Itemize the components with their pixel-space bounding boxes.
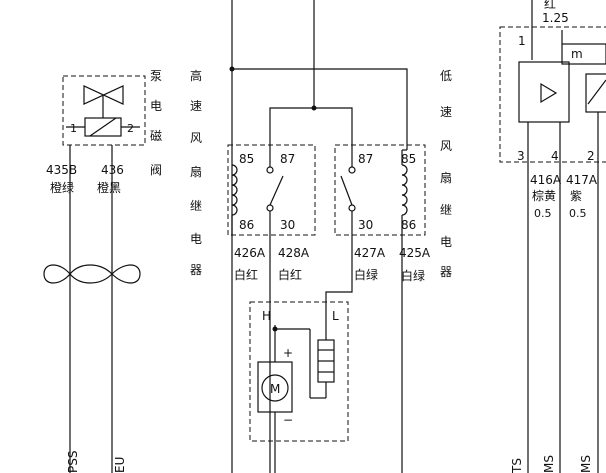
wire-code-427a: 427A [354,246,386,260]
low-relay-title-char-4: 扇 [440,170,452,185]
low-relay-pin-30: 30 [358,218,373,232]
connector-pss: PSS [66,451,80,473]
high-relay-title-char-1: 高 [190,68,202,83]
low-relay-title-char-7: 器 [440,265,452,279]
valve-pin-1: 1 [70,122,77,135]
module-variable-element [585,73,606,113]
valve-title-char-1: 泵 [150,69,162,83]
wire-code-436: 436 [101,163,124,177]
wire-color-425a: 白绿 [401,268,425,283]
high-relay-title-char-6: 电 [190,232,202,246]
wire-color-416a: 棕黄 [532,188,556,203]
supply-to-low-85 [232,68,408,150]
connector-ms-1: MS [542,455,556,473]
high-relay-coil-icon [231,164,238,216]
wire-color-417a: 紫 [570,189,582,203]
high-relay-pin-86: 86 [239,218,254,232]
high-relay-contact-87 [266,166,274,174]
high-relay-pin-85: 85 [239,152,254,166]
low-relay-title-char-1: 低 [440,69,452,83]
module-pin-3: 3 [517,149,525,163]
connector-ts: TS [510,458,524,473]
motor-plus-label: + [283,346,293,360]
high-relay-contact-30 [266,204,274,212]
high-relay-title-char-7: 器 [190,263,202,277]
module-pin-1: 1 [518,34,526,48]
low-relay-coil-icon [401,164,408,216]
low-relay-dashed-box [334,144,426,236]
right-control-module: 红 1.25 1 m 3 4 2 416A 棕黄 0.5 417A 紫 0.5 … [499,0,606,473]
motor-l-label: L [332,309,339,323]
wire-size-416a: 0.5 [534,207,552,220]
wire-427a [325,235,353,340]
wire-color-428a: 白红 [278,267,302,282]
supply-bus [229,0,408,473]
high-relay-title-char-2: 速 [190,99,202,113]
low-relay-title-char-2: 速 [440,105,452,119]
high-relay-dashed-box [227,144,316,236]
module-amplifier-block [518,61,570,123]
low-relay-contact-30 [348,204,356,212]
wire-code-425a: 425A [399,246,431,260]
wire-code-416a: 416A [530,173,562,187]
high-relay-pin-30: 30 [280,218,295,232]
valve-pin-2: 2 [127,122,134,135]
low-relay-pin-86: 86 [401,218,416,232]
low-relay-title-char-5: 继 [440,203,452,217]
low-relay-title-char-3: 风 [440,139,452,153]
high-relay-title-char-4: 扇 [190,164,202,179]
top-wire-size: 1.25 [542,11,569,25]
high-relay-switch-icon [269,175,284,206]
low-relay-pin-85: 85 [401,152,416,166]
low-speed-fan-relay: 87 85 30 86 427A 白绿 425A 白绿 低 速 风 扇 继 电 … [325,69,452,473]
valve-title-char-4: 阀 [150,163,162,177]
low-relay-switch-icon [340,175,353,206]
valve-dashed-box [62,75,146,146]
low-relay-title-char-6: 电 [440,235,452,249]
wire-color-427a: 白绿 [354,267,378,282]
wire-code-428a: 428A [278,246,310,260]
high-speed-fan-relay: 85 87 86 30 426A 白红 428A 白红 高 速 风 扇 继 电 … [190,68,316,473]
motor-m-label: M [270,382,280,396]
fan-motor: H L M + − [249,301,349,473]
wire-size-417a: 0.5 [569,207,587,220]
valve-bowtie-icon [83,85,124,105]
pump-solenoid-valve: 1 2 435B 橙绿 436 橙黑 泵 电 磁 阀 PSS EU [43,69,162,473]
connector-ms-2: MS [579,455,593,473]
amplifier-triangle-icon [540,82,558,104]
module-m-label: m [571,47,583,61]
wire-code-417a: 417A [566,173,598,187]
wire-color-435b: 橙绿 [50,180,74,195]
wire-color-426a: 白红 [234,267,258,282]
high-relay-pin-87: 87 [280,152,295,166]
low-relay-contact-87 [348,166,356,174]
variable-arrow-icon [587,79,606,105]
top-wire-color: 红 [544,0,556,11]
module-dashed-box [499,26,606,163]
high-relay-title-char-5: 继 [190,199,202,213]
connector-eu: EU [113,457,127,473]
low-relay-pin-87: 87 [358,152,373,166]
valve-title-char-2: 电 [150,99,162,113]
module-pin-4: 4 [551,149,559,163]
module-pin-2: 2 [587,149,595,163]
twisted-pair-icon [43,264,141,284]
wire-code-426a: 426A [234,246,266,260]
wire-code-435b: 435B [46,163,77,177]
coil-diagonal [89,117,117,137]
supply-split-87 [269,107,353,150]
wire-color-436: 橙黑 [97,180,121,195]
high-relay-title-char-3: 风 [190,131,202,145]
motor-minus-label: − [283,413,293,427]
motor-m-icon [261,374,289,402]
motor-h-label: H [262,309,271,323]
valve-title-char-3: 磁 [150,128,162,143]
motor-dashed-box [249,301,349,442]
module-m-box [561,43,606,65]
